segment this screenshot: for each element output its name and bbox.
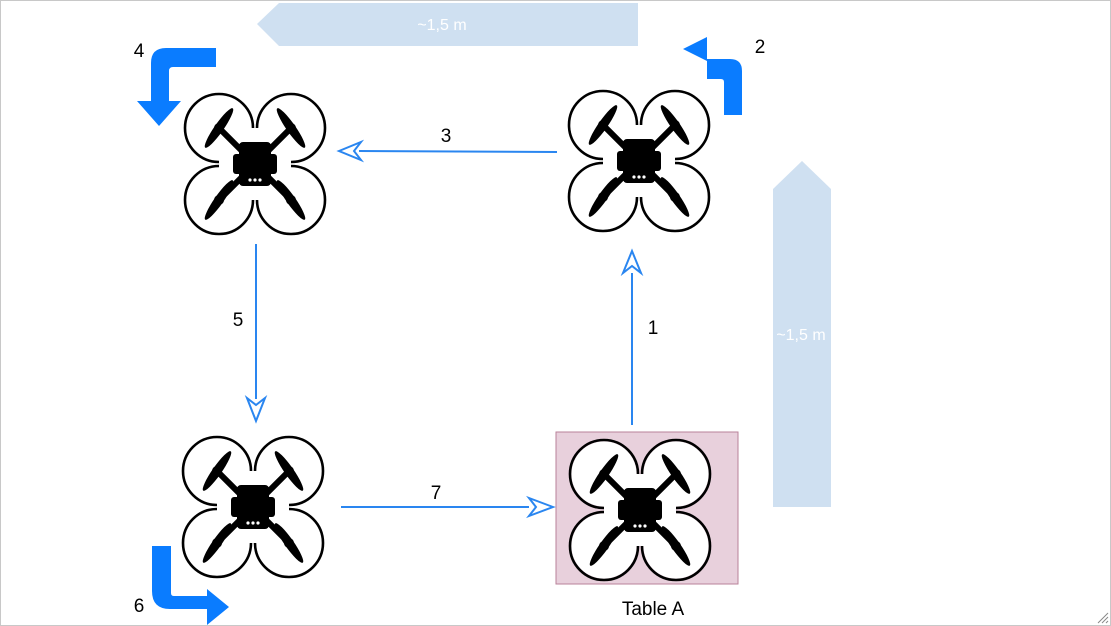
- step-label-1: 1: [648, 318, 659, 339]
- quadcopter-icon: [185, 94, 325, 234]
- arrowhead-1: [620, 248, 644, 277]
- flow-arrows: [244, 139, 644, 519]
- step-label-6: 6: [134, 596, 145, 617]
- table-label: Table A: [622, 599, 685, 620]
- dimension-arrow-horizontal: ~1,5 m: [257, 3, 638, 46]
- arrowhead-7: [526, 495, 556, 519]
- quadcopter-icon: [183, 437, 323, 577]
- dimension-arrow-vertical: ~1,5 m: [773, 161, 831, 507]
- curved-arrow-icon: [683, 37, 742, 115]
- arrowhead-3: [336, 139, 365, 163]
- flow-arrow-3: [358, 150, 558, 153]
- curved-arrow-icon: [152, 546, 229, 625]
- dimension-label-horizontal: ~1,5 m: [417, 17, 466, 34]
- step-label-2: 2: [755, 37, 766, 58]
- turn-arrows: [137, 37, 742, 625]
- arrowhead-5: [244, 394, 268, 424]
- resize-handle-icon[interactable]: [1095, 610, 1109, 624]
- step-label-5: 5: [233, 310, 244, 331]
- step-label-7: 7: [431, 483, 442, 504]
- step-label-3: 3: [441, 126, 452, 147]
- quadcopter-icon: [569, 91, 709, 231]
- step-label-4: 4: [134, 41, 145, 62]
- dimension-label-vertical: ~1,5 m: [776, 327, 825, 344]
- curved-arrow-icon: [137, 48, 216, 126]
